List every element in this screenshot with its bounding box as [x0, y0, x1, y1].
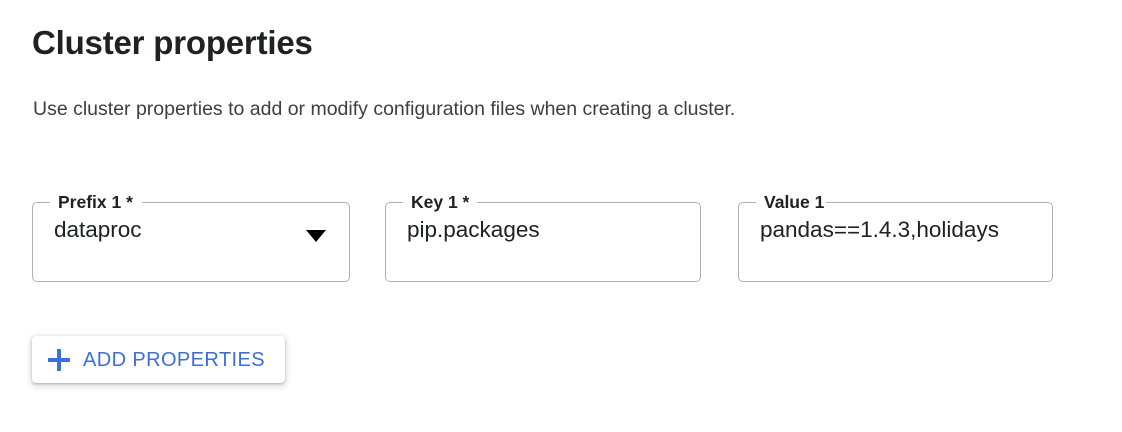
key-field-value: pip.packages	[407, 217, 540, 242]
key-text-field[interactable]: Key 1 * pip.packages	[385, 192, 701, 282]
field-label-notch	[756, 200, 826, 205]
prefix-field-label: Prefix 1 *	[58, 192, 133, 212]
page-description: Use cluster properties to add or modify …	[33, 98, 736, 120]
triangle-down-icon[interactable]	[306, 230, 326, 242]
value-text-field[interactable]: Value 1 pandas==1.4.3,holidays	[738, 192, 1053, 282]
plus-icon	[48, 348, 70, 371]
prefix-select-field[interactable]: Prefix 1 * dataproc	[32, 192, 350, 282]
value-field-value: pandas==1.4.3,holidays	[760, 217, 999, 242]
add-properties-button-label: ADD PROPERTIES	[83, 348, 265, 371]
prefix-field-value: dataproc	[54, 217, 142, 242]
properties-row: Prefix 1 * dataproc Key 1 * pip.packages…	[0, 192, 1122, 290]
field-label-notch	[50, 200, 142, 205]
value-field-label: Value 1	[764, 192, 825, 212]
key-field-label: Key 1 *	[411, 192, 470, 212]
page-title: Cluster properties	[32, 24, 313, 61]
add-properties-button[interactable]: ADD PROPERTIES	[32, 336, 285, 383]
field-label-notch	[403, 200, 477, 205]
